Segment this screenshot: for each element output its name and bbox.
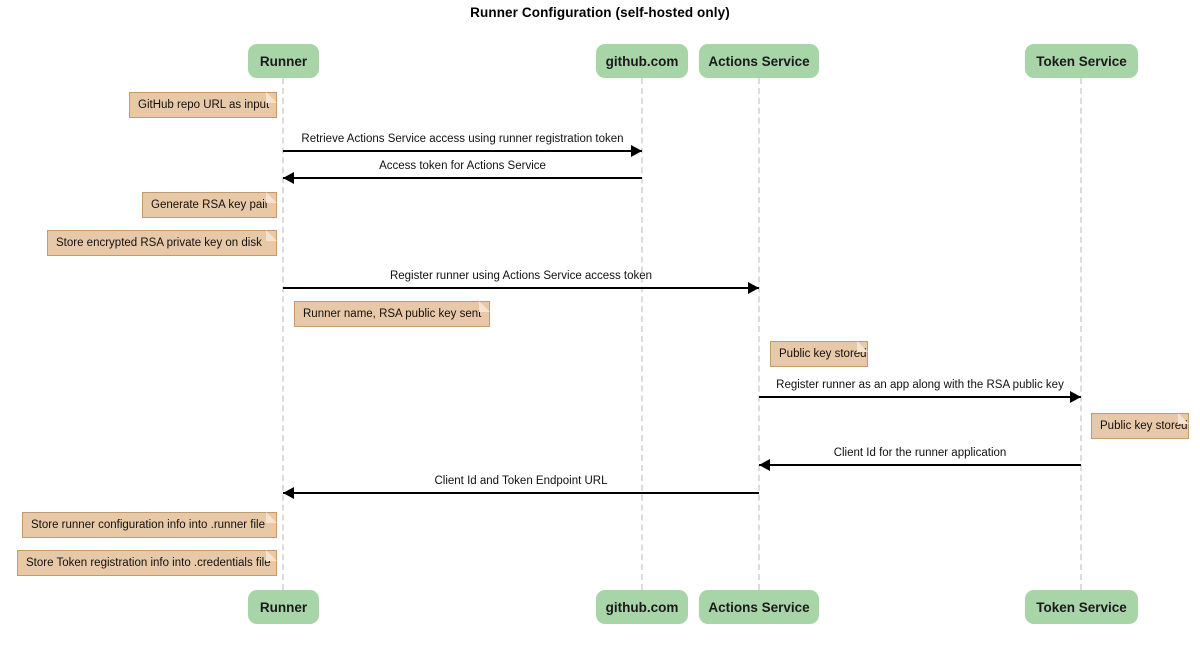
message-line-2 [283,287,759,289]
note-4: Public key stored [770,341,868,367]
arrowhead-right-icon [1070,391,1081,403]
message-label-2: Register runner using Actions Service ac… [389,270,653,282]
lifeline-github [641,78,643,590]
message-line-1 [283,177,642,179]
participant-token-bottom[interactable]: Token Service [1025,590,1138,624]
note-fold-corner-icon [266,92,277,103]
note-text: Store encrypted RSA private key on disk [56,237,262,249]
note-fold-corner-icon [857,341,868,352]
participant-label: Runner [259,53,308,69]
lifeline-token [1080,78,1082,590]
note-0: GitHub repo URL as input [129,92,277,118]
note-fold-corner-icon [479,301,490,312]
arrowhead-right-icon [631,145,642,157]
diagram-title: Runner Configuration (self-hosted only) [470,5,730,20]
participant-actions-top[interactable]: Actions Service [699,44,819,78]
message-line-5 [283,492,759,494]
lifeline-runner [282,78,284,590]
message-line-3 [759,396,1081,398]
note-3: Runner name, RSA public key sent [294,301,490,327]
note-text: Runner name, RSA public key sent [303,308,482,320]
participant-token-top[interactable]: Token Service [1025,44,1138,78]
participant-runner-top[interactable]: Runner [248,44,319,78]
note-fold-corner-icon [266,230,277,241]
arrowhead-right-icon [748,282,759,294]
participant-github-bottom[interactable]: github.com [596,590,688,624]
participant-label: Runner [259,599,308,615]
note-text: GitHub repo URL as input [138,99,270,111]
participant-runner-bottom[interactable]: Runner [248,590,319,624]
arrowhead-left-icon [283,172,294,184]
note-fold-corner-icon [1178,413,1189,424]
note-fold-corner-icon [266,512,277,523]
message-label-1: Access token for Actions Service [379,160,546,172]
participant-label: github.com [605,599,679,615]
message-label-0: Retrieve Actions Service access using ru… [301,133,624,145]
participant-label: Actions Service [708,599,810,615]
note-7: Store Token registration info into .cred… [17,550,277,576]
note-2: Store encrypted RSA private key on disk [47,230,277,256]
note-fold-corner-icon [266,192,277,203]
note-text: Public key stored [779,348,867,360]
note-text: Generate RSA key pair [151,199,269,211]
message-label-3: Register runner as an app along with the… [776,379,1064,391]
note-text: Store Token registration info into .cred… [26,557,271,569]
participant-actions-bottom[interactable]: Actions Service [699,590,819,624]
participant-label: Actions Service [708,53,810,69]
participant-github-top[interactable]: github.com [596,44,688,78]
note-6: Store runner configuration info into .ru… [22,512,277,538]
message-label-5: Client Id and Token Endpoint URL [434,475,608,487]
message-line-0 [283,150,642,152]
note-5: Public key stored [1091,413,1189,439]
note-text: Public key stored [1100,420,1188,432]
participant-label: github.com [605,53,679,69]
message-label-4: Client Id for the runner application [833,447,1007,459]
lifeline-actions [758,78,760,590]
participant-label: Token Service [1036,53,1127,69]
note-text: Store runner configuration info into .ru… [31,519,265,531]
note-1: Generate RSA key pair [142,192,277,218]
arrowhead-left-icon [759,459,770,471]
message-line-4 [759,464,1081,466]
arrowhead-left-icon [283,487,294,499]
participant-label: Token Service [1036,599,1127,615]
note-fold-corner-icon [266,550,277,561]
